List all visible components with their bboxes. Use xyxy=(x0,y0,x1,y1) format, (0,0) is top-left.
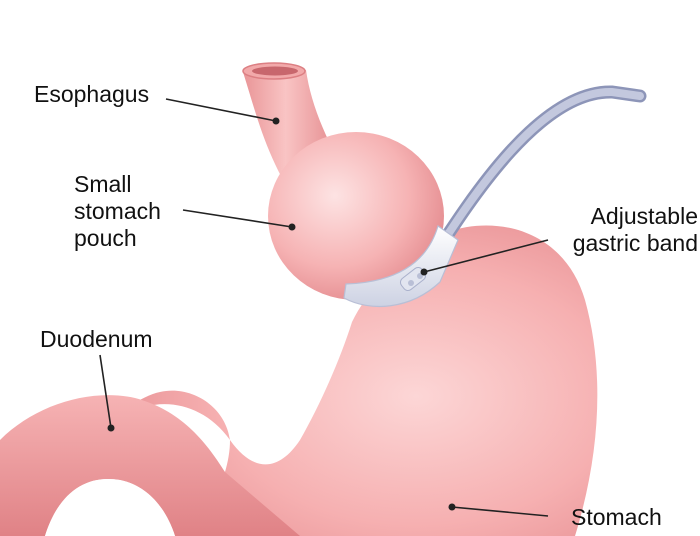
label-band-line-2: gastric band xyxy=(572,230,698,256)
stomach-leader xyxy=(451,506,549,517)
esophagus-leader xyxy=(165,98,277,122)
label-band-line-1: Adjustable xyxy=(590,203,698,229)
label-pouch-line-3: pouch xyxy=(74,225,137,251)
label-pouch-line-2: stomach xyxy=(74,198,161,224)
label-pouch-line-1: Small xyxy=(74,171,132,197)
stomach-pouch-shape xyxy=(268,132,444,300)
leader-lines xyxy=(99,98,549,517)
pouch-leader xyxy=(182,209,293,228)
duodenum-shape xyxy=(0,395,300,536)
band-leader xyxy=(423,239,549,273)
label-gastric-band: Adjustable gastric band xyxy=(573,203,698,257)
label-duodenum: Duodenum xyxy=(40,326,153,352)
duodenum-leader xyxy=(99,354,112,429)
label-stomach-pouch: Small stomach pouch xyxy=(74,171,161,252)
label-esophagus: Esophagus xyxy=(34,81,150,107)
gastric-band xyxy=(343,225,459,308)
stomach-body xyxy=(120,225,598,536)
label-stomach: Stomach xyxy=(571,504,662,530)
